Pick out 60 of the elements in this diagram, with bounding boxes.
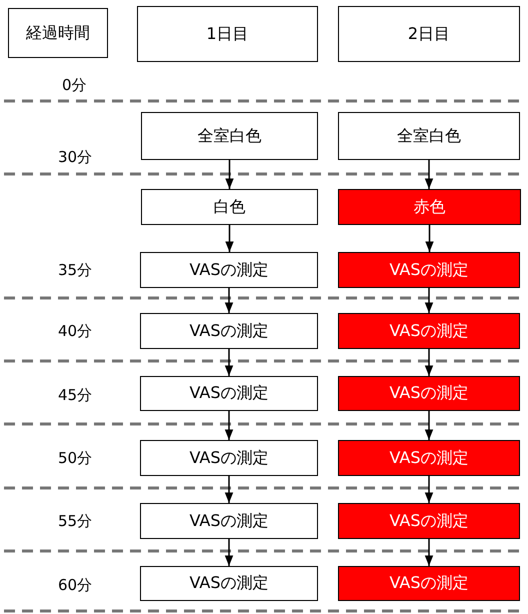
arrow	[424, 349, 434, 376]
box-label: 赤色	[414, 196, 446, 218]
time-label: 55分	[58, 512, 92, 531]
condition-box	[338, 566, 520, 601]
arrow	[224, 539, 234, 566]
process-box	[140, 566, 318, 601]
arrow	[425, 225, 434, 252]
arrow	[225, 160, 234, 189]
process-box	[140, 252, 318, 288]
box-label: VASの測定	[189, 320, 269, 342]
box-label: 白色	[214, 196, 246, 218]
box-label: 1日目	[206, 24, 249, 44]
box-label: VASの測定	[189, 260, 269, 280]
arrow	[224, 411, 234, 440]
time-label: 35分	[58, 261, 92, 280]
box-label: 全室白色	[198, 126, 262, 146]
condition-box	[338, 313, 520, 349]
box-label: VASの測定	[189, 383, 269, 404]
process-box	[338, 112, 520, 160]
time-label: 40分	[58, 322, 92, 341]
box-label: 全室白色	[397, 126, 461, 146]
box-label: VASの測定	[189, 573, 269, 594]
box-label: VASの測定	[389, 260, 469, 280]
condition-box	[338, 252, 520, 288]
condition-box	[338, 503, 520, 539]
arrow	[224, 476, 234, 503]
time-label: 60分	[58, 576, 92, 595]
box-label: VASの測定	[389, 383, 469, 404]
box-label: 経過時間	[26, 22, 90, 44]
arrow	[225, 225, 234, 252]
box-label: VASの測定	[189, 448, 269, 468]
time-label: 0分	[62, 76, 87, 95]
header-box	[8, 8, 108, 58]
condition-box	[338, 440, 520, 476]
box-label: VASの測定	[389, 573, 469, 594]
process-box	[140, 313, 318, 349]
time-label: 30分	[58, 148, 92, 167]
arrow	[424, 476, 434, 503]
header-box	[137, 6, 318, 62]
box-label: VASの測定	[389, 448, 469, 468]
box-label: 2日目	[408, 24, 450, 44]
arrow	[424, 411, 434, 440]
arrow	[424, 539, 434, 566]
process-box	[141, 112, 318, 160]
arrow	[424, 288, 434, 313]
time-label: 45分	[58, 386, 92, 405]
box-label: VASの測定	[389, 320, 469, 342]
condition-box	[338, 376, 520, 411]
box-label: VASの測定	[389, 510, 469, 532]
box-label: VASの測定	[189, 510, 269, 532]
process-box	[140, 503, 318, 539]
process-box	[140, 376, 318, 411]
arrow	[424, 160, 434, 189]
time-label: 50分	[58, 449, 92, 468]
process-box	[141, 189, 318, 225]
arrow	[224, 349, 234, 376]
condition-box	[338, 189, 521, 225]
header-box	[338, 6, 520, 62]
arrow	[224, 288, 234, 313]
process-box	[140, 440, 318, 476]
